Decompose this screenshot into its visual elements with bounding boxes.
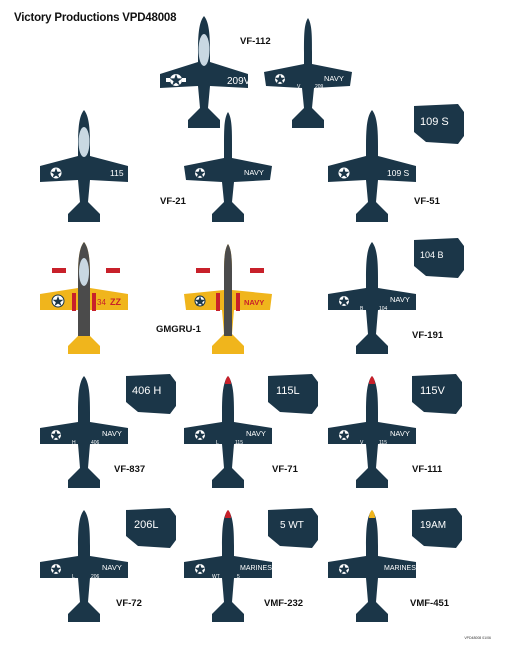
aircraft-vf112-top: 209V xyxy=(160,16,251,128)
unit-label-vf112: VF-112 xyxy=(240,36,271,47)
aircraft-vf21-under: NAVY xyxy=(184,112,272,222)
unit-label-vf837: VF-837 xyxy=(114,464,146,475)
vf112-under-v: V xyxy=(297,84,301,90)
vf21-wing-num: 115 xyxy=(110,168,124,178)
aircraft-vf112-under: NAVY V 209 xyxy=(264,18,352,128)
vmf232-wt: WT xyxy=(212,574,220,580)
tail-fin-vmf451: 19AM xyxy=(412,508,462,548)
vf111-navy: NAVY xyxy=(390,429,410,438)
vf72-l: L xyxy=(72,574,75,580)
sheet-footer: VPD48008 01/06 xyxy=(464,636,491,640)
tail-fin-vf837: 406 H xyxy=(126,374,176,414)
vf191-fin-code: 104 B xyxy=(420,250,444,260)
tail-fin-vf111: 115V xyxy=(412,374,462,414)
unit-label-vf51: VF-51 xyxy=(414,196,440,207)
gmgru-wing-num: 34 xyxy=(97,298,106,307)
vf71-num: 115 xyxy=(235,440,243,446)
unit-label-vf71: VF-71 xyxy=(272,464,298,475)
aircraft-vf51-top: 109 S xyxy=(328,110,416,222)
vmf232-num: 5 xyxy=(237,574,240,580)
vf21-under-navy: NAVY xyxy=(244,168,264,177)
aircraft-vmf232: MARINES WT 5 xyxy=(184,510,272,622)
vf71-l: L xyxy=(216,440,219,446)
vf72-num: 206 xyxy=(91,574,100,580)
vf191-navy: NAVY xyxy=(390,295,410,304)
gmgru-wing-code: ZZ xyxy=(110,297,121,307)
unit-label-vf111: VF-111 xyxy=(412,464,443,475)
unit-label-vf72: VF-72 xyxy=(116,598,142,609)
unit-label-gmgru1: GMGRU-1 xyxy=(156,324,201,335)
aircraft-gmgru1-top: 34 ZZ xyxy=(40,242,128,354)
tail-fin-vf191: 104 B xyxy=(414,238,464,278)
vf837-navy: NAVY xyxy=(102,429,122,438)
tail-fin-vf72: 206L xyxy=(126,508,176,548)
tail-fin-vf71: 115L xyxy=(268,374,318,414)
sheet-title: Victory Productions VPD48008 xyxy=(14,12,177,24)
vf72-fin-code: 206L xyxy=(134,519,158,531)
aircraft-vf71: NAVY L 115 xyxy=(184,376,272,488)
vf111-fin-code: 115V xyxy=(420,385,446,397)
vmf232-fin-code: 5 WT xyxy=(280,520,304,531)
vf51-fin-code: 109 S xyxy=(420,116,449,128)
vf112-under-navy: NAVY xyxy=(324,74,344,83)
vmf451-fin-code: 19AM xyxy=(420,520,446,531)
tail-fin-vmf232: 5 WT xyxy=(268,508,318,548)
vmf451-marines: MARINES xyxy=(384,565,416,572)
aircraft-vf191: NAVY B 104 xyxy=(328,242,416,354)
vf191-b: B xyxy=(360,306,364,312)
vf837-h: H xyxy=(72,440,76,446)
aircraft-vf111: NAVY V 115 xyxy=(328,376,416,488)
silhouette-dark xyxy=(160,16,248,128)
vf837-num: 406 xyxy=(91,440,100,446)
unit-label-vf21: VF-21 xyxy=(160,196,186,207)
vf72-navy: NAVY xyxy=(102,563,122,572)
unit-label-vmf451: VMF-451 xyxy=(410,598,450,609)
vf112-top-code: 209V xyxy=(227,76,251,87)
vf71-fin-code: 115L xyxy=(276,385,300,397)
tail-fin-vf51: 109 S xyxy=(414,104,464,144)
vmf232-marines: MARINES xyxy=(240,565,272,572)
unit-label-vf191: VF-191 xyxy=(412,330,444,341)
unit-label-vmf232: VMF-232 xyxy=(264,598,304,609)
gmgru-under-navy: NAVY xyxy=(244,298,264,307)
aircraft-vf72: NAVY L 206 xyxy=(40,510,128,622)
aircraft-vf21-top: 115 xyxy=(40,110,128,222)
vf71-navy: NAVY xyxy=(246,429,266,438)
vf191-num: 104 xyxy=(379,306,388,312)
vf51-wing-code: 109 S xyxy=(387,168,410,178)
aircraft-vmf451: MARINES xyxy=(328,510,416,622)
vf111-v: V xyxy=(360,440,364,446)
vf111-num: 115 xyxy=(379,440,387,446)
aircraft-gmgru1-under: NAVY xyxy=(184,244,272,354)
vf112-under-num: 209 xyxy=(315,84,324,90)
aircraft-vf837: NAVY H 406 xyxy=(40,376,128,488)
vf837-fin-code: 406 H xyxy=(132,385,161,397)
